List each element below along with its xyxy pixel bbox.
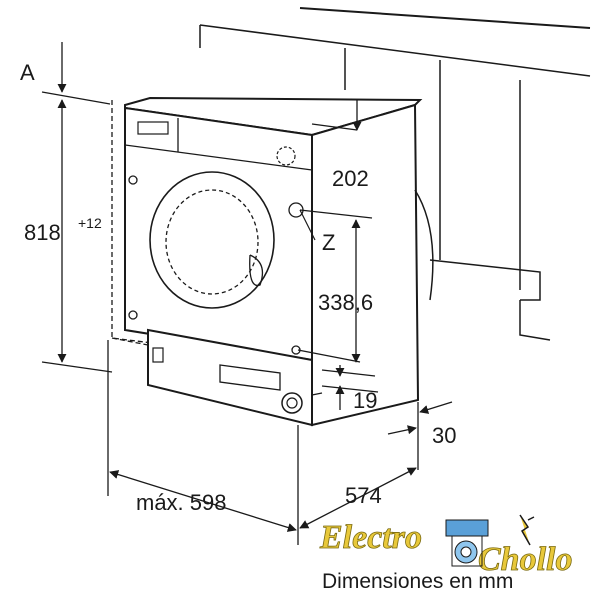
watermark-line2: Chollo [478,541,572,578]
units-caption: Dimensiones en mm [322,570,513,593]
plug-icon [519,514,535,546]
label-202: 202 [332,166,369,191]
label-30: 30 [432,423,456,448]
electrochollo-watermark: Electro Chollo [319,514,573,578]
label-574: 574 [345,483,382,508]
labels: A 818 +12 202 Z 338,6 19 30 máx. 598 574 [20,60,456,515]
label-height-tolerance: +12 [78,215,102,231]
watermark-line1: Electro [319,519,422,556]
dimension-lines [41,42,453,545]
label-a: A [20,60,35,85]
cabinet-recess [199,7,591,341]
label-19: 19 [353,388,377,413]
label-z: Z [322,230,335,255]
label-338-6: 338,6 [318,290,373,315]
label-height: 818 [24,220,61,245]
label-max-width: máx. 598 [136,490,227,515]
appliance-logo-icon [445,519,489,567]
washing-machine [124,96,434,427]
